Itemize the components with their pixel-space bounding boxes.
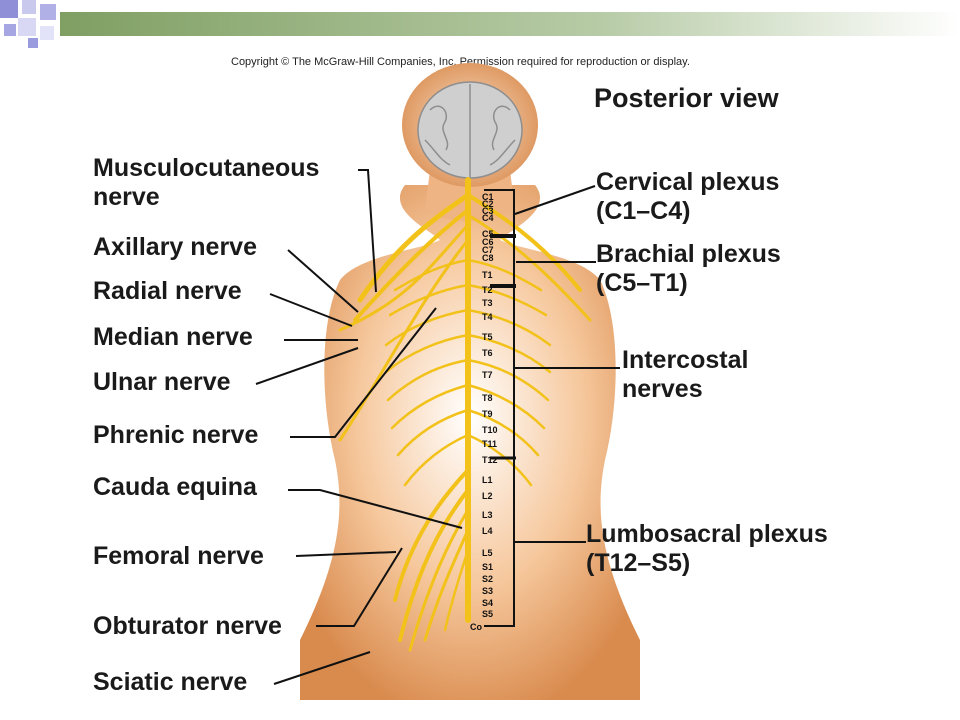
segment-label: C8 xyxy=(482,253,494,263)
label-femoral-nerve: Femoral nerve xyxy=(93,542,264,570)
label-brachial-plexus: Brachial plexus(C5–T1) xyxy=(596,240,781,297)
label-cauda-equina: Cauda equina xyxy=(93,473,257,501)
segment-label: S2 xyxy=(482,574,494,584)
header-decoration xyxy=(0,0,960,48)
label-phrenic-nerve: Phrenic nerve xyxy=(93,421,259,449)
copyright-notice: Copyright © The McGraw-Hill Companies, I… xyxy=(231,56,690,68)
segment-label: T3 xyxy=(482,298,493,308)
segment-label: L2 xyxy=(482,491,493,501)
segment-label: C7 xyxy=(482,245,494,255)
segment-label: T1 xyxy=(482,270,493,280)
segment-label: T8 xyxy=(482,393,493,403)
segment-label: S4 xyxy=(482,598,494,608)
segment-label: T4 xyxy=(482,312,493,322)
segment-label: L4 xyxy=(482,526,493,536)
segment-label: S5 xyxy=(482,609,494,619)
spinal-nerves xyxy=(338,177,592,652)
label-median-nerve: Median nerve xyxy=(93,323,253,351)
segment-label: C3 xyxy=(482,206,494,216)
label-radial-nerve: Radial nerve xyxy=(93,277,242,305)
segment-label: T12 xyxy=(482,455,498,465)
segment-label: C4 xyxy=(482,213,494,223)
label-obturator-nerve: Obturator nerve xyxy=(93,612,282,640)
segment-label: L5 xyxy=(482,548,493,558)
title-posterior-view: Posterior view xyxy=(594,83,779,113)
label-ulnar-nerve: Ulnar nerve xyxy=(93,368,231,396)
label-cervical-plexus: Cervical plexus(C1–C4) xyxy=(596,168,780,225)
segment-label: C1 xyxy=(482,192,494,202)
segment-label: T2 xyxy=(482,285,493,295)
segment-label: S3 xyxy=(482,586,494,596)
segment-label: S1 xyxy=(482,562,494,572)
segment-label: T10 xyxy=(482,425,498,435)
label-lumbosacral-plexus: Lumbosacral plexus(T12–S5) xyxy=(586,520,828,577)
segment-label: C2 xyxy=(482,199,494,209)
segment-label: T11 xyxy=(482,439,498,449)
segment-label: L3 xyxy=(482,510,493,520)
segment-label: T5 xyxy=(482,332,493,342)
segment-label: C6 xyxy=(482,237,494,247)
segment-label: L1 xyxy=(482,475,493,485)
segment-label: T6 xyxy=(482,348,493,358)
segment-bracket xyxy=(484,189,516,627)
segment-label: Co xyxy=(470,622,482,632)
segment-label: C5 xyxy=(482,229,494,239)
segment-label: T9 xyxy=(482,409,493,419)
leader-lines xyxy=(255,169,620,685)
segment-label: T7 xyxy=(482,370,493,380)
label-sciatic-nerve: Sciatic nerve xyxy=(93,668,248,696)
label-axillary-nerve: Axillary nerve xyxy=(93,233,257,261)
brain xyxy=(417,81,523,179)
